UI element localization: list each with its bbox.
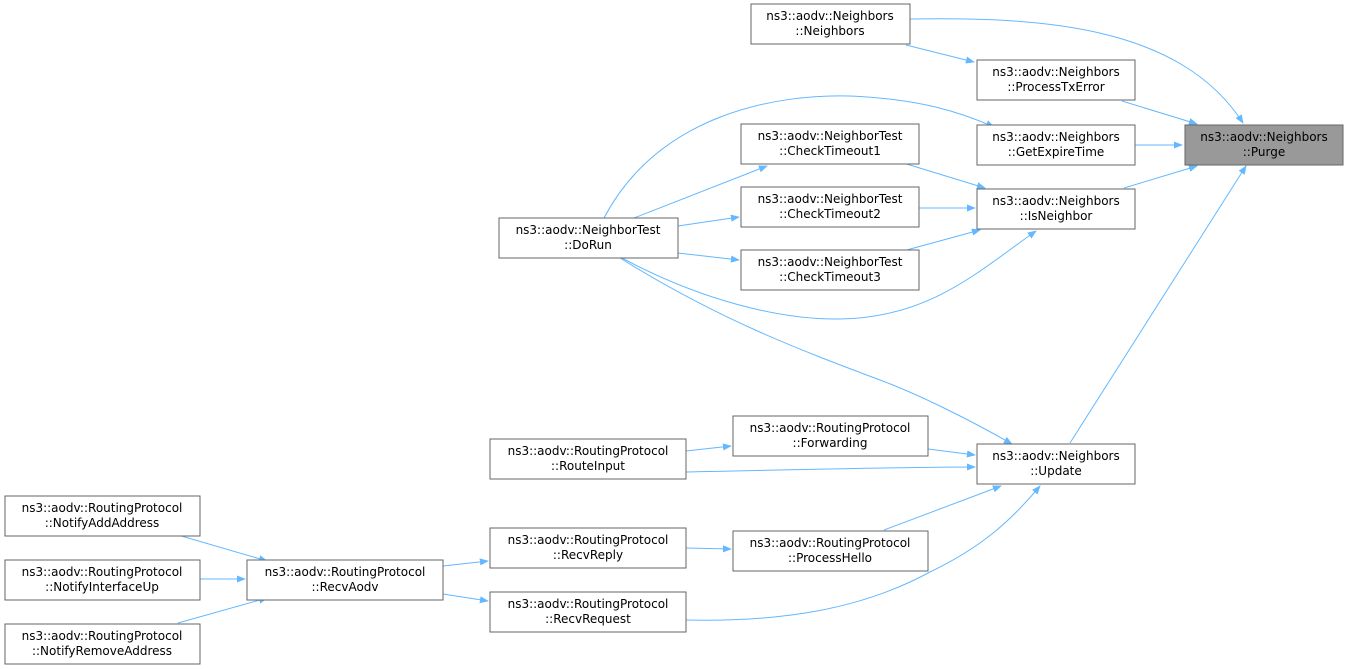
edge-do-run-to-check-timeout1 [633,165,768,219]
node-notify-remove-address-line2: ::NotifyRemoveAddress [32,644,172,658]
node-notify-interface-up-line2: ::NotifyInterfaceUp [45,580,159,594]
node-purge-line1: ns3::aodv::Neighbors [1200,130,1327,144]
node-check-timeout2-line2: ::CheckTimeout2 [779,207,881,221]
edge-is-neighbor-to-purge [1123,164,1198,189]
edge-forwarding-to-update [927,448,976,458]
edge-update-to-purge [1069,165,1247,444]
node-recv-aodv-line2: ::RecvAodv [311,580,378,594]
node-update-line2: ::Update [1030,464,1082,478]
node-get-expire-time-line2: ::GetExpireTime [1008,145,1105,159]
edge-process-hello-to-update [883,485,1002,531]
edge-recv-request-to-update [685,485,1041,621]
edge-do-run-to-check-timeout3 [677,252,740,263]
edge-route-input-to-update [685,463,976,473]
node-is-neighbor[interactable]: ns3::aodv::Neighbors ::IsNeighbor [976,188,1136,230]
edge-recv-aodv-to-recv-reply [442,558,489,567]
node-notify-add-address[interactable]: ns3::aodv::RoutingProtocol ::NotifyAddAd… [4,495,201,537]
node-process-hello-line2: ::ProcessHello [788,551,872,565]
node-check-timeout3[interactable]: ns3::aodv::NeighborTest ::CheckTimeout3 [740,249,920,291]
node-check-timeout2-line1: ns3::aodv::NeighborTest [758,192,903,206]
node-route-input[interactable]: ns3::aodv::RoutingProtocol ::RouteInput [489,438,687,480]
node-process-hello[interactable]: ns3::aodv::RoutingProtocol ::ProcessHell… [732,530,929,572]
node-route-input-line2: ::RouteInput [551,459,625,473]
node-purge-line2: ::Purge [1243,145,1285,159]
node-update[interactable]: ns3::aodv::Neighbors ::Update [976,443,1136,485]
node-is-neighbor-line2: ::IsNeighbor [1020,209,1093,223]
node-process-hello-line1: ns3::aodv::RoutingProtocol [750,536,911,550]
node-notify-remove-address-line1: ns3::aodv::RoutingProtocol [22,629,183,643]
node-recv-reply-line1: ns3::aodv::RoutingProtocol [508,533,669,547]
node-notify-add-address-line1: ns3::aodv::RoutingProtocol [22,501,183,515]
node-do-run-line1: ns3::aodv::NeighborTest [516,223,661,237]
node-process-tx-error-line2: ::ProcessTxError [1007,80,1104,94]
node-process-tx-error-line1: ns3::aodv::Neighbors [992,65,1119,79]
node-check-timeout3-line1: ns3::aodv::NeighborTest [758,255,903,269]
node-recv-request-line1: ns3::aodv::RoutingProtocol [508,597,669,611]
node-check-timeout2[interactable]: ns3::aodv::NeighborTest ::CheckTimeout2 [740,186,920,228]
node-neighbors-ctor-line2: ::Neighbors [795,24,864,38]
edge-route-input-to-forwarding [685,443,732,452]
node-notify-add-address-line2: ::NotifyAddAddress [45,516,160,530]
edge-do-run-to-is-neighbor [619,230,1037,320]
node-do-run-line2: ::DoRun [564,238,612,252]
edge-notify-add-address-to-recv-aodv [177,534,268,563]
edge-neighbors-ctor-to-process-tx-error [905,44,975,64]
node-check-timeout1-line2: ::CheckTimeout1 [779,144,881,158]
node-process-tx-error[interactable]: ns3::aodv::Neighbors ::ProcessTxError [976,59,1136,101]
node-forwarding-line2: ::Forwarding [793,436,868,450]
node-recv-request[interactable]: ns3::aodv::RoutingProtocol ::RecvRequest [489,591,687,633]
node-purge: ns3::aodv::Neighbors ::Purge [1184,124,1344,166]
node-get-expire-time[interactable]: ns3::aodv::Neighbors ::GetExpireTime [976,124,1136,166]
node-recv-reply-line2: ::RecvReply [553,548,623,562]
edge-process-tx-error-to-purge [1121,100,1198,126]
node-neighbors-ctor[interactable]: ns3::aodv::Neighbors ::Neighbors [750,3,911,45]
node-recv-aodv[interactable]: ns3::aodv::RoutingProtocol ::RecvAodv [246,559,444,601]
node-forwarding-line1: ns3::aodv::RoutingProtocol [750,421,911,435]
node-neighbors-ctor-line1: ns3::aodv::Neighbors [766,9,893,23]
node-is-neighbor-line1: ns3::aodv::Neighbors [992,194,1119,208]
edge-do-run-to-update [619,257,1013,445]
edge-do-run-to-check-timeout2 [677,214,740,227]
edge-check-timeout3-to-is-neighbor [902,228,981,252]
node-check-timeout1-line1: ns3::aodv::NeighborTest [758,129,903,143]
node-notify-interface-up[interactable]: ns3::aodv::RoutingProtocol ::NotifyInter… [4,559,201,601]
node-check-timeout3-line2: ::CheckTimeout3 [779,270,881,284]
edge-neighbors-ctor-to-purge [909,18,1244,124]
edge-recv-reply-to-process-hello [685,545,732,553]
edge-notify-remove-address-to-recv-aodv [177,596,268,624]
node-get-expire-time-line1: ns3::aodv::Neighbors [992,130,1119,144]
node-recv-request-line2: ::RecvRequest [545,612,631,626]
node-do-run[interactable]: ns3::aodv::NeighborTest ::DoRun [498,217,679,259]
edge-do-run-to-get-expire-time [603,95,995,219]
node-notify-interface-up-line1: ns3::aodv::RoutingProtocol [22,565,183,579]
edge-recv-aodv-to-recv-request [442,593,489,604]
edge-check-timeout1-to-is-neighbor [899,161,986,190]
edge-layer [177,18,1247,624]
node-recv-reply[interactable]: ns3::aodv::RoutingProtocol ::RecvReply [489,527,687,569]
node-forwarding[interactable]: ns3::aodv::RoutingProtocol ::Forwarding [732,415,929,457]
node-update-line1: ns3::aodv::Neighbors [992,449,1119,463]
node-notify-remove-address[interactable]: ns3::aodv::RoutingProtocol ::NotifyRemov… [4,623,201,665]
node-recv-aodv-line1: ns3::aodv::RoutingProtocol [265,565,426,579]
node-check-timeout1[interactable]: ns3::aodv::NeighborTest ::CheckTimeout1 [740,123,920,165]
node-route-input-line1: ns3::aodv::RoutingProtocol [508,444,669,458]
